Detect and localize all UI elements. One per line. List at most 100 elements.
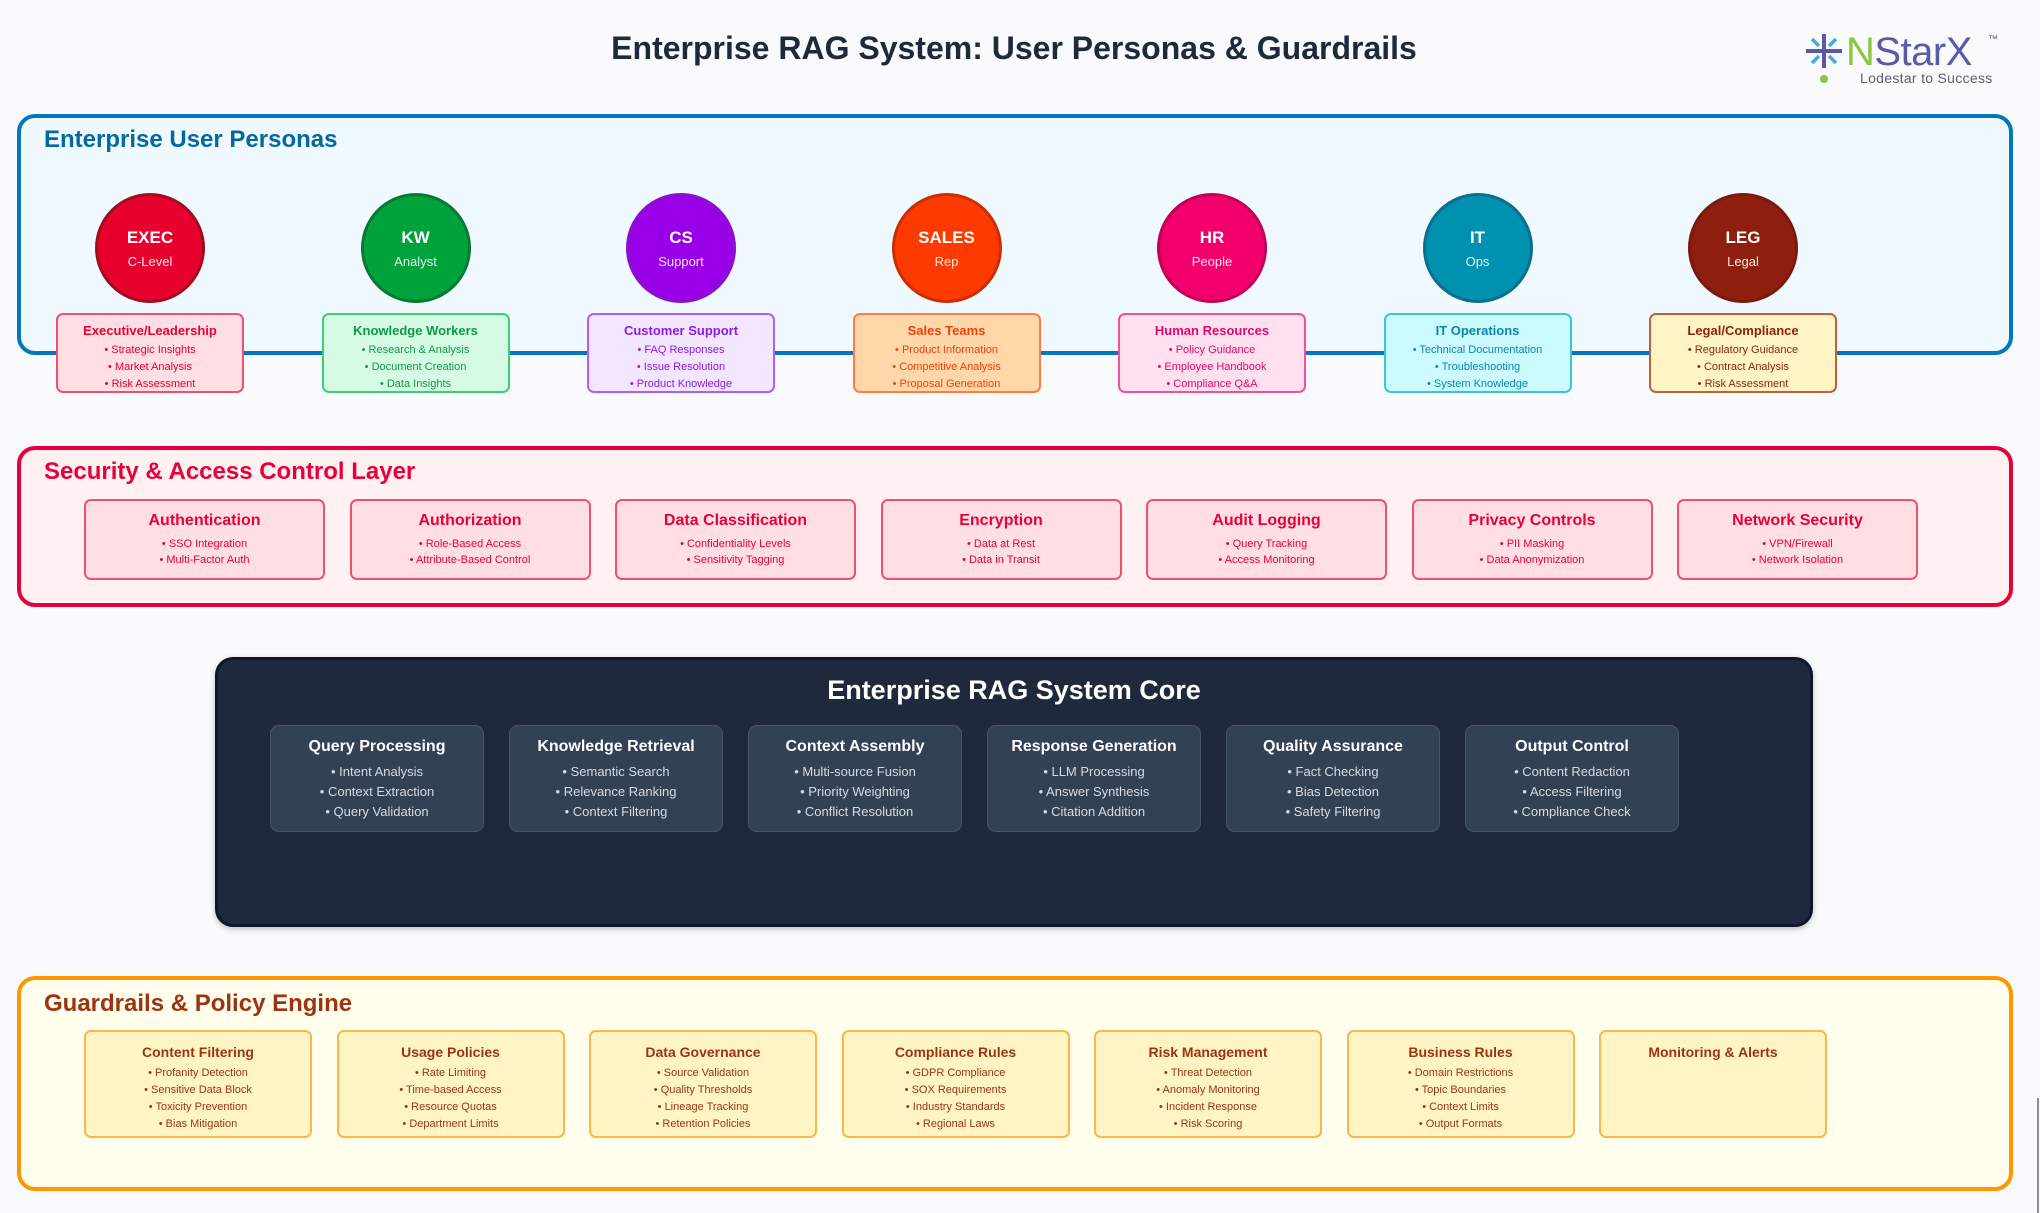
card-bullet: • Lineage Tracking [657,1101,749,1113]
card-bullet: • Data Anonymization [1479,554,1585,566]
card-bullet: • Sensitive Data Block [144,1084,252,1096]
security-card-authentication[interactable]: Authentication• SSO Integration• Multi-F… [84,499,325,580]
card-title: Privacy Controls [1468,512,1596,529]
security-card-privacy-controls[interactable]: Privacy Controls• PII Masking• Data Anon… [1411,499,1653,580]
logo-brand: NStarX [1846,30,1972,74]
card-title: Knowledge Retrieval [537,738,695,755]
card-bullet: • Product Knowledge [629,378,733,390]
guardrail-card-usage-policies[interactable]: Usage Policies• Rate Limiting• Time-base… [336,1030,565,1138]
card-bullet: • Content Redaction [1514,764,1630,779]
logo-trademark: ™ [1988,34,1998,45]
security-card-authorization[interactable]: Authorization• Role-Based Access• Attrib… [349,499,591,580]
persona-abbr: KW [401,228,430,247]
core-card-context-assembly[interactable]: Context Assembly• Multi-source Fusion• P… [748,725,962,832]
card-bullet: • Intent Analysis [331,764,423,779]
card-bullet: • Regulatory Guidance [1687,344,1799,356]
card-title: Sales Teams [907,323,986,338]
guardrail-card-data-governance[interactable]: Data Governance• Source Validation• Qual… [589,1030,817,1138]
persona-card-exec[interactable]: Executive/Leadership• Strategic Insights… [56,313,244,393]
card-title: Response Generation [1011,738,1177,755]
page-title: Enterprise RAG System: User Personas & G… [611,30,1417,66]
card-title: Output Control [1515,738,1629,755]
card-bullet: • Access Monitoring [1218,554,1315,566]
persona-avatar-kw[interactable]: KW Analyst [360,193,471,303]
card-bullet: • Research & Analysis [361,344,470,356]
core-card-query-processing[interactable]: Query Processing• Intent Analysis• Conte… [270,725,484,832]
card-bullet: • Policy Guidance [1168,344,1256,356]
card-bullet: • Market Analysis [108,361,192,373]
persona-card-leg[interactable]: Legal/Compliance• Regulatory Guidance• C… [1649,313,1837,393]
persona-card-sales[interactable]: Sales Teams• Product Information• Compet… [852,313,1041,393]
nstarx-logo: NStarX ™ Lodestar to Success [1804,30,2004,86]
card-title: Network Security [1732,512,1863,529]
card-bullet: • Bias Mitigation [158,1118,238,1130]
card-bullet: • Troubleshooting [1434,361,1521,373]
card-title: Usage Policies [401,1044,500,1060]
card-bullet: • Domain Restrictions [1407,1067,1514,1079]
card-bullet: • Network Isolation [1751,554,1844,566]
card-title: Query Processing [308,738,446,755]
security-card-network-security[interactable]: Network Security • VPN/Firewall • Network … [1677,499,1918,580]
guardrails-section-title: Guardrails & Policy Engine [44,990,353,1017]
card-bullet: • Conflict Resolution [796,804,914,819]
card-bullet: • Profanity Detection [148,1067,248,1079]
security-card-data-classification[interactable]: Data Classification• Confidentiality Lev… [615,499,856,580]
guardrail-card-content-filtering[interactable]: Content Filtering• Profanity Detection• … [84,1030,312,1138]
card-bullet: • Strategic Insights [104,344,196,356]
card-bullet: • Fact Checking [1287,764,1379,779]
card-bullet: • Time-based Access [399,1084,502,1096]
card-title: Encryption [959,512,1043,529]
core-card-knowledge-retrieval[interactable]: Knowledge Retrieval• Semantic Search• Re… [509,725,723,832]
scrollbar[interactable] [2037,1098,2039,1213]
persona-card-cs[interactable]: Customer Support• FAQ Responses• Issue R… [587,313,775,393]
persona-card-kw[interactable]: Knowledge Workers• Research & Analysis• … [321,313,510,393]
card-bullet: • Compliance Q&A [1166,378,1258,390]
card-title: Compliance Rules [894,1044,1017,1060]
card-bullet: • Threat Detection [1163,1067,1253,1079]
core-card-response-generation[interactable]: Response Generation• LLM Processing• Ans… [987,725,1201,832]
logo-tagline: Lodestar to Success [1860,70,1993,86]
card-bullet: • Multi-source Fusion [794,764,916,779]
core-card-output-control[interactable]: Output Control• Content Redaction• Acces… [1465,725,1679,832]
guardrail-card-monitoring-alerts[interactable]: Monitoring & Alerts [1599,1030,1827,1138]
card-bullet: • Competitive Analysis [892,361,1001,373]
card-bullet: • Technical Documentation [1412,344,1543,356]
card-bullet: • Attribute-Based Control [409,554,531,566]
core-card-quality-assurance[interactable]: Quality Assurance• Fact Checking• Bias D… [1226,725,1440,832]
guardrail-card-business-rules[interactable]: Business Rules• Domain Restrictions• Top… [1346,1030,1575,1138]
persona-abbr: HR [1199,228,1225,247]
guardrail-card-risk-management[interactable]: Risk Management• Threat Detection• Anoma… [1094,1030,1322,1138]
card-bullet: • Issue Resolution [636,361,726,373]
card-bullet: • SOX Requirements [904,1084,1007,1096]
card-bullet: • Safety Filtering [1285,804,1381,819]
security-card-encryption[interactable]: Encryption • Data at Rest • Data in Transi… [880,499,1122,580]
card-title: Context Assembly [785,738,925,755]
persona-role: Analyst [394,254,437,269]
card-bullet: • System Knowledge [1426,378,1529,390]
card-bullet: • Bias Detection [1287,784,1379,799]
card-bullet: • VPN/Firewall [1762,538,1833,550]
card-bullet: • Data in Transit [962,554,1040,566]
card-bullet: • Data at Rest [966,538,1036,550]
nstarx-star-icon [1806,34,1842,83]
card-title: Customer Support [623,323,739,338]
card-title: Knowledge Workers [353,323,478,338]
card-bullet: • Context Filtering [564,804,668,819]
persona-abbr: IT [1469,228,1486,247]
persona-card-it[interactable]: IT Operations• Technical Documentation• … [1383,313,1572,393]
persona-card-hr[interactable]: Human Resources• Policy Guidance• Employ… [1118,313,1306,393]
card-bullet: • Query Tracking [1225,538,1308,550]
guardrail-card-compliance-rules[interactable]: Compliance Rules• GDPR Compliance• SOX R… [841,1030,1070,1138]
card-bullet: • Topic Boundaries [1414,1084,1507,1096]
security-card-audit-logging[interactable]: Audit Logging• Query Tracking• Access Mo… [1146,499,1387,580]
persona-abbr: CS [669,228,693,247]
card-bullet: • Industry Standards [905,1101,1006,1113]
card-bullet: • Toxicity Prevention [148,1101,248,1113]
